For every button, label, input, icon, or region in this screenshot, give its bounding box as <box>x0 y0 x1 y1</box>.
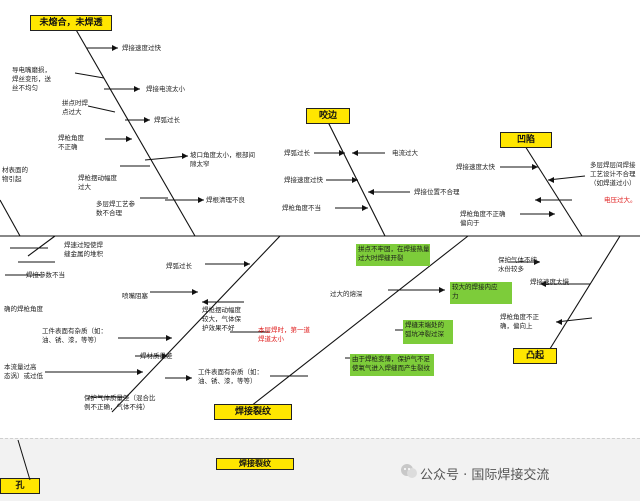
label-voltage-high: 电压过大。 <box>604 196 637 204</box>
head-crack: 焊接裂纹 <box>214 404 292 420</box>
label-position: 焊接位置不合理 <box>414 188 460 196</box>
label-arc-long-1: 焊弧过长 <box>154 116 180 124</box>
label-arc-long-3: 焊弧过长 <box>166 262 192 270</box>
label-gas-impure: 保护气体不纯， 水份较多 <box>498 256 544 273</box>
label-surface-dirt-2: 工件表面有杂质（如： 油、锈、漆，等等） <box>198 368 263 385</box>
watermark-text: 公众号 · 国际焊接交流 <box>420 468 550 483</box>
bone-convex <box>547 235 621 353</box>
label-angle-left: 确的焊枪角度 <box>4 305 43 313</box>
label-tack-weld: 拼点时焊 点过大 <box>62 99 88 116</box>
head-convex: 凸起 <box>513 348 557 364</box>
label-speed-fast-4: 焊接速度太慢 <box>530 278 569 286</box>
label-surface-dirt-1: 工件表面有杂质（如： 油、锈、漆，等等） <box>42 327 107 344</box>
green-gas-flow: 由于焊枪变薄，保护气不足 使氧气进入焊缝而产生裂纹 <box>350 354 434 376</box>
label-angle-4: 焊枪角度不正 确，偏向上 <box>500 313 539 330</box>
label-under-root: 本层焊时，第一道 焊道太小 <box>258 326 310 343</box>
next-page-preview <box>0 438 640 501</box>
label-cleaning: 焊根清理不良 <box>206 196 245 204</box>
label-tip-wear: 导电嘴磨损， 焊丝变形，送 丝不均匀 <box>12 66 51 92</box>
label-multilayer-1: 多层焊工艺参 数不合理 <box>96 200 135 217</box>
label-cooling-deep: 过大的熔深 <box>330 290 363 298</box>
label-gas-quality: 保护气体质量差（混合比 例不正确，气体不纯） <box>84 394 156 411</box>
head-crack-partial: 焊接裂纹 <box>216 458 294 470</box>
wechat-icon <box>401 464 417 478</box>
green-big-penetration: 较大的焊接内应 力 <box>450 282 512 304</box>
head-undercut: 咬边 <box>306 108 350 124</box>
bone-undercut <box>327 121 386 237</box>
label-current-low: 焊接电流太小 <box>146 85 185 93</box>
label-angle-2: 焊枪角度不当 <box>282 204 321 212</box>
label-multilayer-2: 多层焊层间焊接 工艺设计不合理 （如焊道过小） <box>590 161 636 187</box>
head-hole-partial: 孔 <box>0 478 40 494</box>
label-speed-short: 焊速过短使焊 缝金属的堆积 <box>64 241 103 258</box>
head-no-fusion: 未熔合，未焊透 <box>30 15 112 31</box>
label-left-material: 材表面的 物引起 <box>2 166 28 183</box>
label-arc-long-2: 焊弧过长 <box>284 149 310 157</box>
label-angle-3: 焊枪角度不正确 偏向于 <box>460 210 506 227</box>
label-speed-fast-3: 焊接速度太快 <box>456 163 495 171</box>
bone-crack <box>111 235 281 413</box>
label-groove: 坡口角度太小，根部间 隙太窄 <box>190 151 255 168</box>
label-speed-fast-2: 焊接速度过快 <box>284 176 323 184</box>
green-weld-uneven: 拼点不牢固，在焊接热量 过大时焊缝开裂 <box>356 244 430 266</box>
label-params-improper: 焊接参数不当 <box>26 271 65 279</box>
label-nozzle-block: 喷嘴阻塞 <box>122 292 148 300</box>
bone-concave <box>524 145 583 237</box>
label-current-high: 电流过大 <box>392 149 418 157</box>
bone-no-fusion <box>74 27 196 237</box>
label-swing-2: 焊枪摆动幅度 较大，气体保 护效果不好 <box>202 306 241 332</box>
label-quality-poor: 焊材质量差 <box>140 352 173 360</box>
green-crater-fill: 焊缝末端处的 弧坑冲裂过深 <box>403 320 453 344</box>
label-angle-1: 焊枪角度 不正确 <box>58 134 84 151</box>
label-speed-fast-1: 焊接速度过快 <box>122 44 161 52</box>
head-concave: 凹陷 <box>500 132 552 148</box>
bone-left-small <box>27 235 56 257</box>
label-flow-high: 本流量过高 态涡）或过低 <box>4 363 43 380</box>
label-swing-1: 焊枪摆动幅度 过大 <box>78 174 117 191</box>
bone-crack-2 <box>245 235 469 411</box>
partial-bones <box>17 440 31 481</box>
